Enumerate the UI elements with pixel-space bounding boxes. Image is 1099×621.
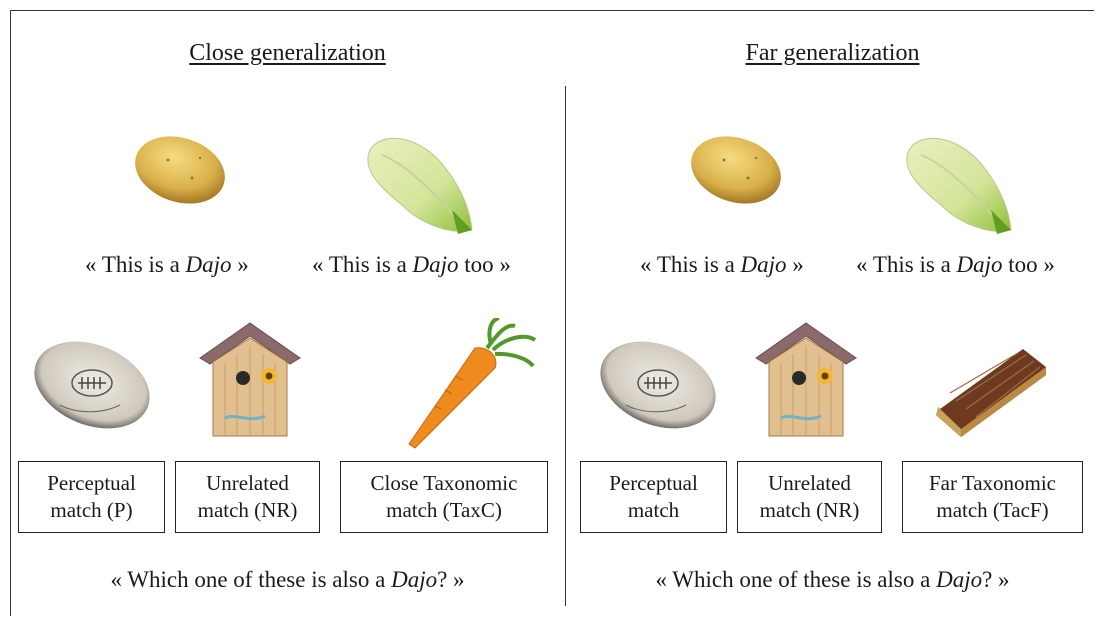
perceptual-match-box: Perceptual match bbox=[580, 461, 727, 533]
rugby-ball-icon bbox=[596, 335, 721, 435]
close-taxonomic-match-box: Close Taxonomic match (TaxC) bbox=[340, 461, 548, 533]
box-label: match (P) bbox=[50, 497, 132, 524]
question-part: « Which one of these is also a bbox=[655, 567, 936, 592]
unrelated-match-box: Unrelated match (NR) bbox=[737, 461, 882, 533]
question-text: « Which one of these is also a Dajo? » bbox=[10, 567, 565, 593]
endive-icon bbox=[901, 130, 1016, 240]
question-part: ? » bbox=[437, 567, 464, 592]
caption-text: « This is a bbox=[640, 252, 741, 277]
question-part: « Which one of these is also a bbox=[110, 567, 391, 592]
box-label: Close Taxonomic bbox=[371, 470, 518, 497]
box-label: Unrelated bbox=[206, 470, 289, 497]
panel-title: Close generalization bbox=[10, 40, 565, 67]
novel-word: Dajo bbox=[936, 567, 982, 592]
far-taxonomic-match-box: Far Taxonomic match (TacF) bbox=[902, 461, 1083, 533]
unrelated-match-box: Unrelated match (NR) bbox=[175, 461, 320, 533]
chocolate-tart-icon bbox=[926, 345, 1051, 440]
caption-this-is-a-dajo: « This is a Dajo » bbox=[85, 252, 249, 278]
caption-text: « This is a bbox=[85, 252, 186, 277]
box-label: match (TacF) bbox=[936, 497, 1048, 524]
caption-text: too » bbox=[1003, 252, 1055, 277]
caption-text: « This is a bbox=[312, 252, 413, 277]
box-label: Perceptual bbox=[609, 470, 698, 497]
novel-word: Dajo bbox=[741, 252, 787, 277]
endive-icon bbox=[362, 130, 477, 240]
caption-text: » bbox=[232, 252, 249, 277]
rugby-ball-icon bbox=[30, 335, 155, 435]
box-label: match (NR) bbox=[760, 497, 860, 524]
box-label: Far Taxonomic bbox=[929, 470, 1056, 497]
box-label: match bbox=[628, 497, 679, 524]
box-label: match (NR) bbox=[198, 497, 298, 524]
far-generalization-panel: Far generalization « This is a Dajo » « … bbox=[566, 0, 1099, 621]
novel-word: Dajo bbox=[413, 252, 459, 277]
potato-icon bbox=[130, 130, 230, 210]
caption-text: » bbox=[787, 252, 804, 277]
box-label: match (TaxC) bbox=[386, 497, 502, 524]
birdhouse-icon bbox=[751, 318, 861, 443]
birdhouse-icon bbox=[195, 318, 305, 443]
caption-text: too » bbox=[459, 252, 511, 277]
question-text: « Which one of these is also a Dajo? » bbox=[566, 567, 1099, 593]
perceptual-match-box: Perceptual match (P) bbox=[18, 461, 165, 533]
carrot-icon bbox=[395, 318, 540, 453]
panel-title: Far generalization bbox=[566, 40, 1099, 67]
novel-word: Dajo bbox=[186, 252, 232, 277]
potato-icon bbox=[686, 130, 786, 210]
close-generalization-panel: Close generalization « This is a Dajo » … bbox=[10, 0, 565, 621]
caption-this-is-a-dajo-too: « This is a Dajo too » bbox=[312, 252, 511, 278]
box-label: Perceptual bbox=[47, 470, 136, 497]
caption-this-is-a-dajo-too: « This is a Dajo too » bbox=[856, 252, 1055, 278]
question-part: ? » bbox=[982, 567, 1009, 592]
caption-this-is-a-dajo: « This is a Dajo » bbox=[640, 252, 804, 278]
novel-word: Dajo bbox=[391, 567, 437, 592]
caption-text: « This is a bbox=[856, 252, 957, 277]
box-label: Unrelated bbox=[768, 470, 851, 497]
novel-word: Dajo bbox=[957, 252, 1003, 277]
